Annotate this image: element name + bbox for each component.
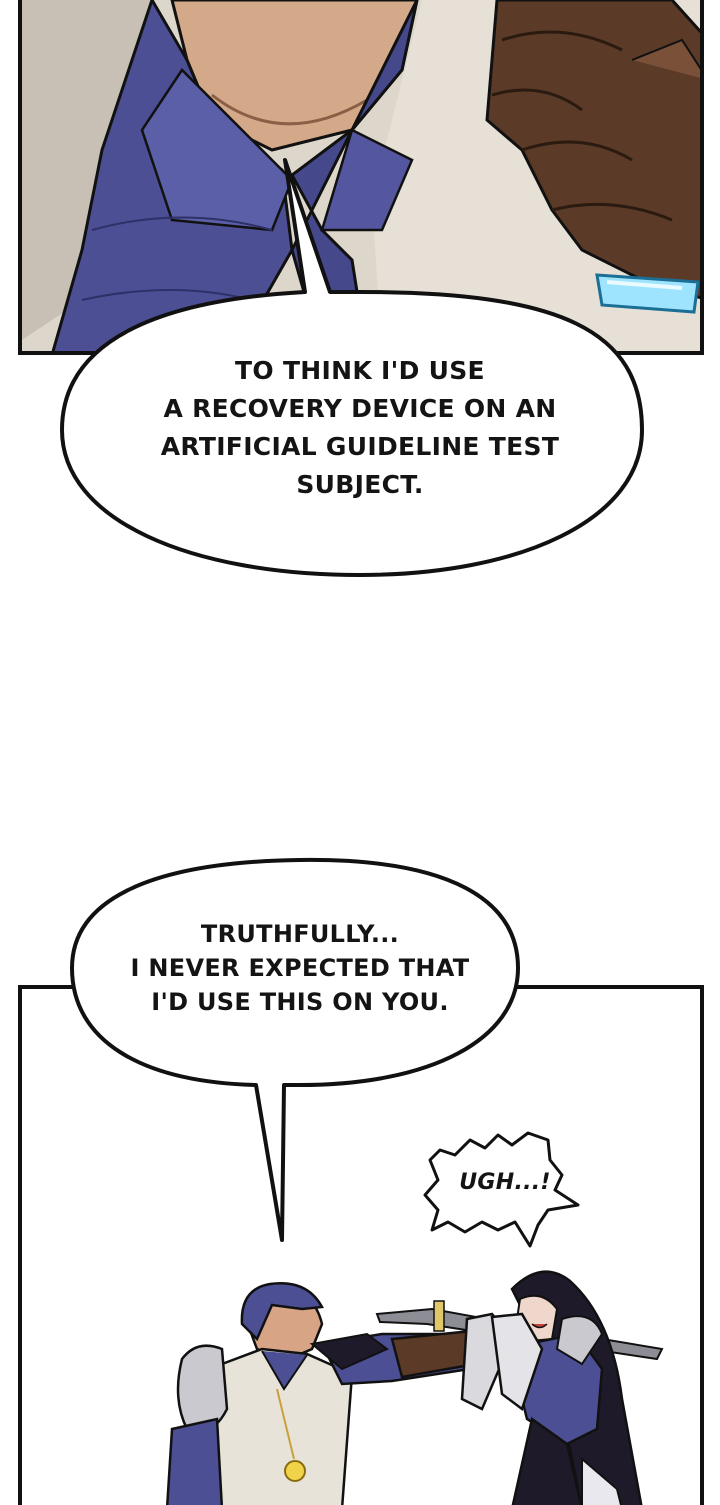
bubble-2-line: I NEVER EXPECTED THAT: [130, 954, 470, 982]
bubble-1-line: TO THINK I'D USE: [235, 356, 485, 385]
comic-panel-top: [18, 0, 704, 355]
bubble-2-line: TRUTHFULLY...: [200, 920, 400, 948]
speech-bubble-icon: [70, 857, 520, 1242]
panel-top-artwork: [22, 0, 700, 351]
bubble-1-line: A RECOVERY DEVICE ON AN: [163, 394, 557, 423]
speech-bubble-1-text: TO THINK I'D USE A RECOVERY DEVICE ON AN…: [120, 352, 600, 504]
speech-bubble-icon: [60, 158, 644, 577]
panel-bottom-artwork: [165, 1270, 664, 1505]
bubble-1-line: SUBJECT.: [296, 470, 424, 499]
shout-bubble-text: UGH...!: [459, 1170, 551, 1195]
bubble-2-line: I'D USE THIS ON YOU.: [151, 988, 449, 1016]
bubble-1-line: ARTIFICIAL GUIDELINE TEST: [160, 432, 560, 461]
shout-bubble-icon: [423, 1131, 580, 1248]
speech-bubble-2-text: TRUTHFULLY... I NEVER EXPECTED THAT I'D …: [110, 917, 490, 1019]
